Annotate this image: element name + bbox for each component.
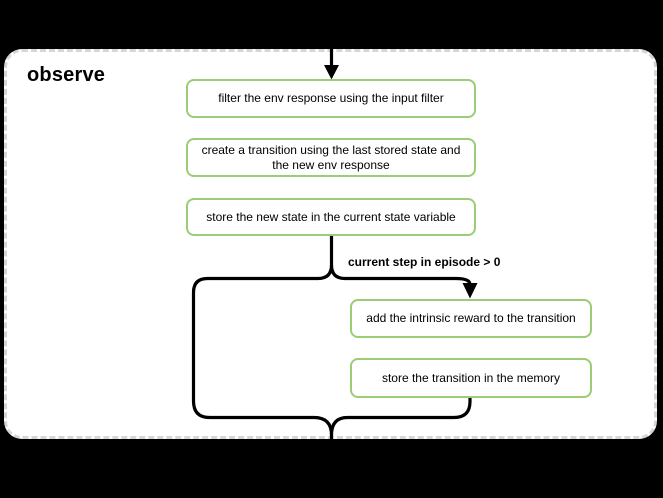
node-store-transition-memory: store the transition in the memory — [350, 358, 592, 398]
node-label: filter the env response using the input … — [218, 91, 444, 105]
node-label: add the intrinsic reward to the transiti… — [366, 311, 576, 325]
node-label: create a transition using the last store… — [201, 142, 461, 172]
node-create-transition: create a transition using the last store… — [186, 138, 476, 177]
condition-label: current step in episode > 0 — [348, 255, 501, 269]
node-store-new-state: store the new state in the current state… — [186, 198, 476, 236]
group-title: observe — [27, 64, 106, 86]
node-add-intrinsic-reward: add the intrinsic reward to the transiti… — [350, 299, 592, 338]
node-label: store the transition in the memory — [381, 370, 561, 385]
node-filter-env-response: filter the env response using the input … — [186, 79, 476, 118]
node-label: store the new state in the current state… — [206, 209, 456, 224]
